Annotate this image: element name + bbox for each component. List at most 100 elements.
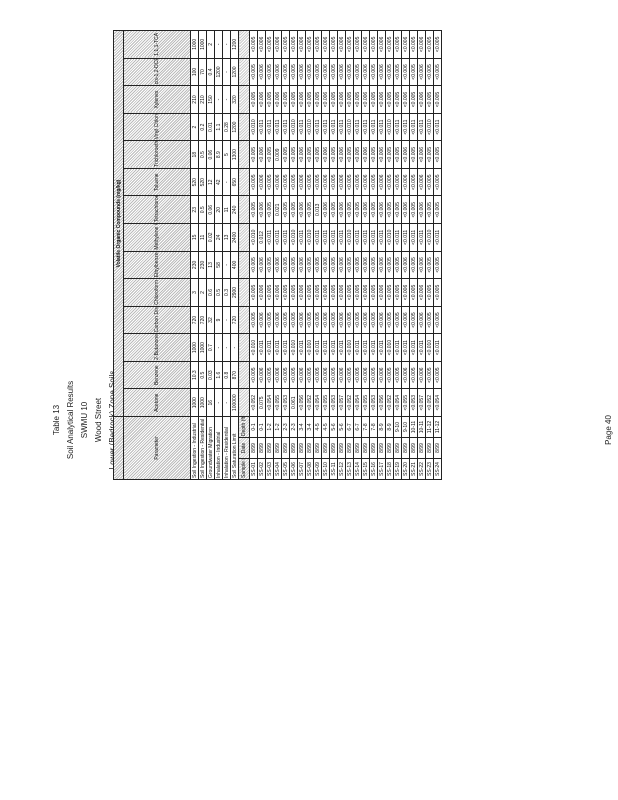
criteria-value: 11 [222,196,231,224]
table-cell: <0.010 [249,333,258,362]
table-cell: <0.005 [289,168,298,196]
table-cell: <0.011 [353,113,362,141]
table-cell: <0.006 [321,306,330,334]
table-cell: <0.005 [305,85,314,114]
table-cell: 8/99 [409,437,418,459]
criteria-value: 42 [214,168,223,196]
table-cell: <0.006 [417,58,426,86]
table-cell: <0.005 [249,140,258,169]
table-cell: <0.011 [321,333,330,362]
criteria-value: 1.1 [214,113,223,141]
table-cell: <0.005 [345,361,354,389]
table-cell: <0.011 [313,113,322,141]
criteria-value: 1000 [198,333,207,362]
table-cell: <0.005 [393,140,402,169]
criteria-value: 2 [190,113,199,141]
table-cell: <0.005 [329,85,338,114]
table-cell: <0.005 [433,251,442,279]
table-cell: <0.011 [417,223,426,252]
table-cell: 8/99 [353,437,362,459]
criteria-label: Soil Ingestion - Residential [198,416,207,480]
table-cell: 10-11 [409,416,418,438]
table-cell: <0.006 [321,278,330,307]
criteria-value: 0.5 [198,196,207,224]
table-cell: <0.005 [249,306,258,334]
table-cell: <0.005 [393,306,402,334]
table-cell: <0.005 [289,85,298,114]
table-cell: <0.005 [425,85,434,114]
table-cell: <0.010 [289,333,298,362]
criteria-value: 1200 [230,30,239,59]
table-cell: <0.005 [313,361,322,389]
table-cell: <0.011 [353,223,362,252]
table-cell: <0.005 [353,251,362,279]
table-cell: <0.005 [249,278,258,307]
table-cell: <0.005 [409,140,418,169]
table-cell: <0.005 [393,58,402,86]
table-cell: <0.011 [329,223,338,252]
table-cell: <0.006 [417,278,426,307]
table-cell: <0.006 [377,251,386,279]
table-cell: <0.005 [393,278,402,307]
table-cell: <0.056 [297,388,306,417]
column-header: Chloroform [123,278,191,307]
table-cell: <0.011 [281,333,290,362]
table-cell: <0.010 [425,113,434,141]
table-cell: <0.005 [305,278,314,307]
table-title: Table 13 Soil Analytical Results SWMU 10… [50,340,120,500]
sample-header-cell: Sample ID [238,458,250,480]
table-cell: <0.052 [249,388,258,417]
table-cell: <0.005 [305,306,314,334]
table-cell: <0.010 [289,113,298,141]
table-cell: <0.005 [313,251,322,279]
criteria-value: 0.6 [206,278,215,307]
table-cell: <0.005 [329,278,338,307]
column-header: Benzene [123,361,191,389]
table-cell: <0.006 [337,278,346,307]
table-cell: <0.006 [401,196,410,224]
table-cell: <0.006 [377,361,386,389]
criteria-value: 13 [206,251,215,279]
criteria-value: - [222,388,231,417]
table-cell: 8/99 [329,437,338,459]
table-cell: <0.006 [337,306,346,334]
table-cell: <0.005 [385,30,394,59]
criteria-value: 2400 [230,223,239,252]
table-cell: <0.054 [265,388,274,417]
table-cell: <0.010 [345,223,354,252]
table-cell: <0.006 [273,278,282,307]
table-cell: <0.005 [393,361,402,389]
column-header: cis-1,2-DCE [123,58,191,86]
table-cell: <0.052 [385,388,394,417]
table-cell: <0.006 [297,58,306,86]
table-cell: <0.005 [353,58,362,86]
table-cell: <0.005 [345,306,354,334]
table-cell: <0.005 [425,278,434,307]
table-cell: <0.005 [393,30,402,59]
criteria-value: 70 [198,58,207,86]
table-cell: <0.010 [249,223,258,252]
table-cell: <0.006 [361,85,370,114]
table-cell: <0.005 [249,58,258,86]
table-cell: <0.055 [401,388,410,417]
blank-cell [238,85,250,114]
table-cell: <0.011 [273,333,282,362]
table-cell: <0.005 [345,85,354,114]
criteria-value: 5 [222,140,231,169]
table-cell: <0.005 [409,85,418,114]
table-cell: <0.005 [305,251,314,279]
table-cell: <0.011 [329,333,338,362]
table-cell: 1-2 [273,416,282,438]
table-cell: <0.011 [257,113,266,141]
table-cell: <0.006 [297,251,306,279]
criteria-value: 100 [190,58,199,86]
table-cell: <0.011 [369,113,378,141]
sample-header-cell: Date [238,437,250,459]
table-cell: <0.006 [377,58,386,86]
table-cell: <0.011 [393,223,402,252]
